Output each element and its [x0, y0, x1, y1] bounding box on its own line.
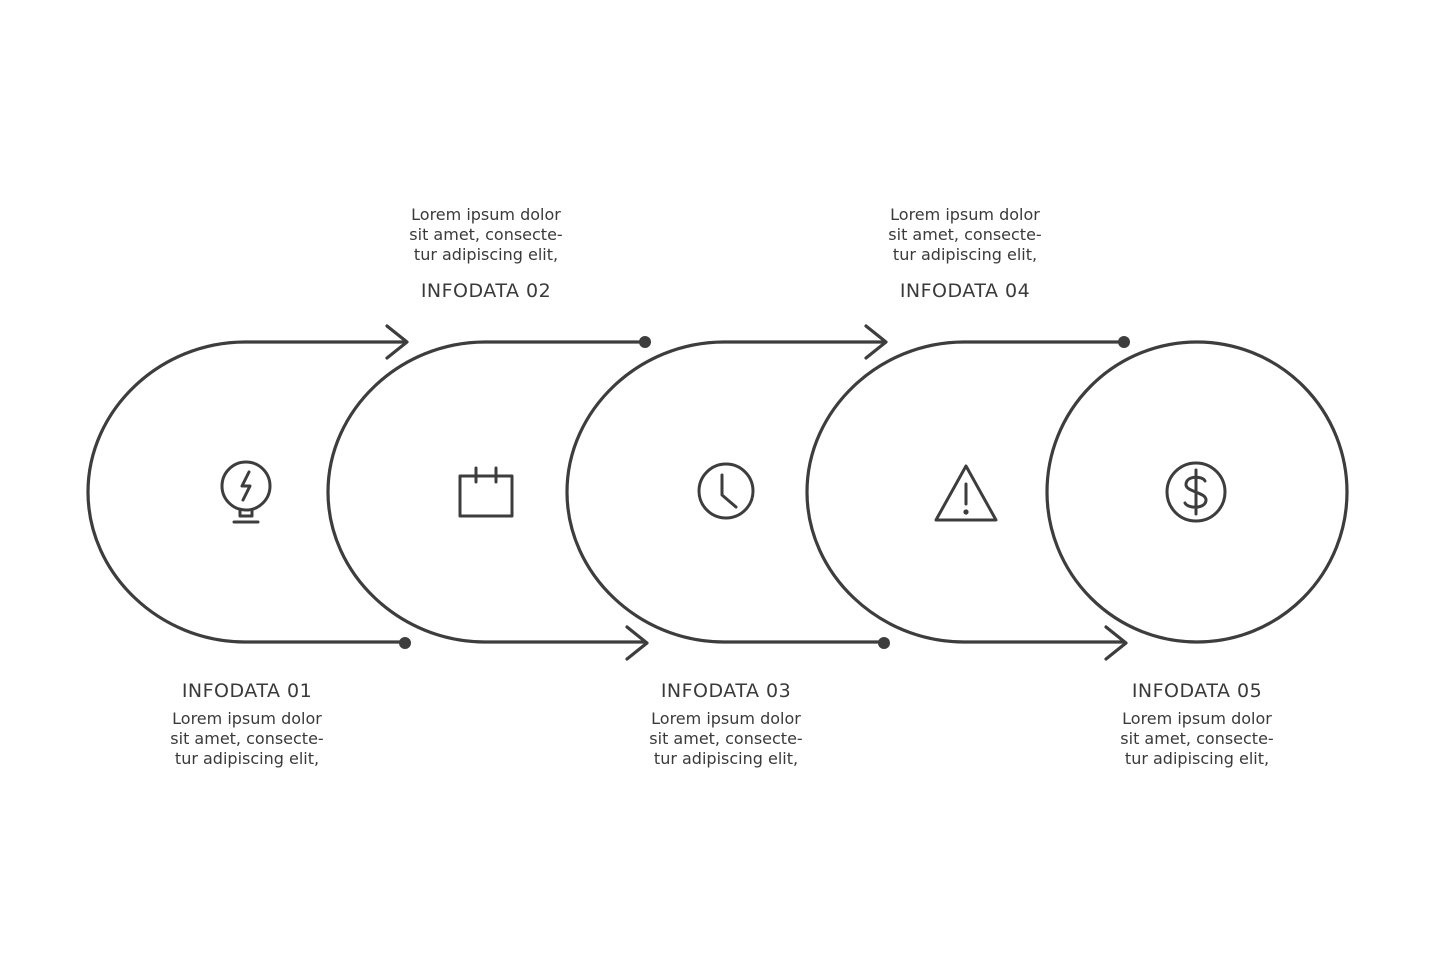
- step-shape-5: [1045, 340, 1349, 644]
- step-shape-1: [86, 324, 411, 649]
- clock-icon: [697, 462, 755, 520]
- step-shape-2: [326, 336, 651, 661]
- connector-dot-3: [878, 637, 890, 649]
- description-line: Lorem ipsum dolor: [1122, 709, 1272, 728]
- step-block-2: Lorem ipsum dolor sit amet, consecte- tu…: [366, 205, 606, 303]
- arrowhead-1: [385, 324, 409, 360]
- warning-icon: [934, 464, 998, 522]
- arrowhead-2: [625, 625, 649, 661]
- description-line: Lorem ipsum dolor: [890, 205, 1040, 224]
- description-line: tur adipiscing elit,: [413, 245, 559, 264]
- step-shape-4: [805, 336, 1130, 661]
- step-description-4: Lorem ipsum dolor sit amet, consecte- tu…: [845, 205, 1085, 265]
- step-block-1: INFODATA 01 Lorem ipsum dolor sit amet, …: [127, 679, 367, 769]
- description-line: sit amet, consecte-: [649, 729, 803, 748]
- description-line: Lorem ipsum dolor: [651, 709, 801, 728]
- description-line: sit amet, consecte-: [1120, 729, 1274, 748]
- description-line: sit amet, consecte-: [170, 729, 324, 748]
- description-line: tur adipiscing elit,: [1124, 749, 1270, 768]
- connector-dot-4: [1118, 336, 1130, 348]
- description-line: sit amet, consecte-: [888, 225, 1042, 244]
- step-description-5: Lorem ipsum dolor sit amet, consecte- tu…: [1077, 709, 1317, 769]
- description-line: tur adipiscing elit,: [653, 749, 799, 768]
- step-title-2: INFODATA 02: [420, 280, 552, 302]
- step-title-4: INFODATA 04: [899, 280, 1031, 302]
- arrowhead-3: [864, 324, 888, 360]
- description-line: tur adipiscing elit,: [892, 245, 1038, 264]
- step-title-5: INFODATA 05: [1131, 680, 1263, 702]
- description-line: tur adipiscing elit,: [174, 749, 320, 768]
- step-shape-3: [565, 324, 890, 649]
- step-title-1: INFODATA 01: [181, 680, 313, 702]
- lightbulb-icon: [220, 460, 272, 524]
- step-block-4: Lorem ipsum dolor sit amet, consecte- tu…: [845, 205, 1085, 303]
- arrowhead-4: [1104, 625, 1128, 661]
- step-block-5: INFODATA 05 Lorem ipsum dolor sit amet, …: [1077, 679, 1317, 769]
- step-description-3: Lorem ipsum dolor sit amet, consecte- tu…: [606, 709, 846, 769]
- description-line: Lorem ipsum dolor: [411, 205, 561, 224]
- description-line: sit amet, consecte-: [409, 225, 563, 244]
- step-description-1: Lorem ipsum dolor sit amet, consecte- tu…: [127, 709, 367, 769]
- connector-dot-2: [639, 336, 651, 348]
- description-line: Lorem ipsum dolor: [172, 709, 322, 728]
- step-title-3: INFODATA 03: [660, 680, 792, 702]
- calendar-icon: [458, 466, 514, 518]
- step-description-2: Lorem ipsum dolor sit amet, consecte- tu…: [366, 205, 606, 265]
- dollar-icon: [1165, 461, 1227, 523]
- step-block-3: INFODATA 03 Lorem ipsum dolor sit amet, …: [606, 679, 846, 769]
- connector-dot-1: [399, 637, 411, 649]
